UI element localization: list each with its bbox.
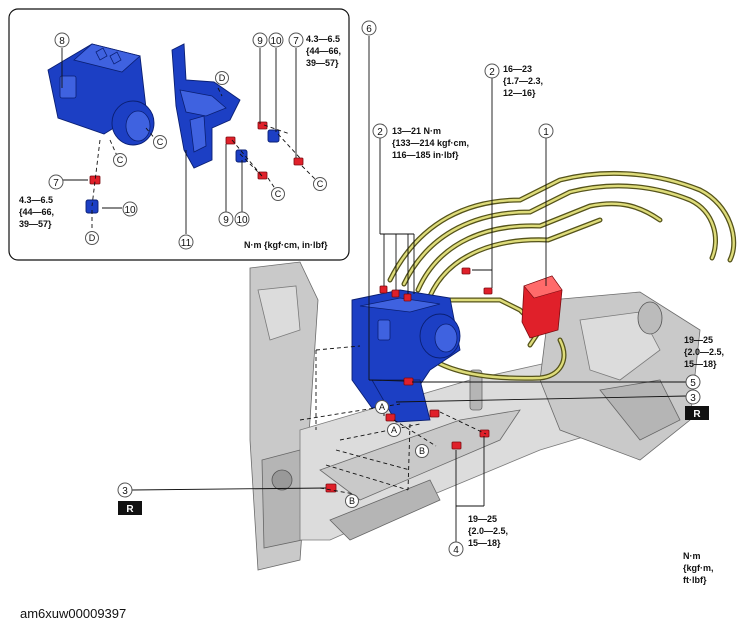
inset-callout-9-bottom: 9 <box>218 211 234 227</box>
svg-text:19—25: 19—25 <box>468 514 497 524</box>
inset-callout-10-top: 10 <box>268 32 284 48</box>
inset-torque-top: 4.3—6.5 {44—66, 39—57} <box>306 34 341 68</box>
main-unit-label: N·m {kgf·m, ft·lbf} <box>683 551 714 585</box>
svg-text:11: 11 <box>181 238 192 249</box>
torque-label-5: 19—25 {2.0—2.5, 15—18} <box>684 335 724 369</box>
svg-text:7: 7 <box>293 36 299 47</box>
svg-text:39—57}: 39—57} <box>19 219 52 229</box>
svg-text:{44—66,: {44—66, <box>19 207 54 217</box>
svg-text:5: 5 <box>690 378 696 389</box>
svg-text:{133—214 kgf·cm,: {133—214 kgf·cm, <box>392 138 469 148</box>
svg-text:2: 2 <box>489 67 495 78</box>
inset-callout-9-top: 9 <box>252 32 268 48</box>
svg-text:10: 10 <box>270 36 282 47</box>
svg-text:ft·lbf}: ft·lbf} <box>683 575 707 585</box>
callout-3-left: 3 <box>117 482 133 498</box>
svg-text:6: 6 <box>366 24 372 35</box>
svg-text:{2.0—2.5,: {2.0—2.5, <box>684 347 724 357</box>
svg-text:4.3—6.5: 4.3—6.5 <box>306 34 340 44</box>
hydraulic-unit <box>351 289 461 423</box>
svg-text:7: 7 <box>53 178 59 189</box>
inset-letter-c-1: C <box>113 153 127 167</box>
inset-letter-c-3: C <box>271 187 285 201</box>
inset-callout-11: 11 <box>178 234 194 250</box>
svg-text:3: 3 <box>690 393 696 404</box>
inset-torque-left: 4.3—6.5 {44—66, 39—57} <box>19 195 54 229</box>
svg-text:R: R <box>693 409 701 420</box>
svg-text:116—185 in·lbf}: 116—185 in·lbf} <box>392 150 459 160</box>
svg-text:A: A <box>379 402 385 412</box>
svg-text:D: D <box>219 73 226 83</box>
inset-letter-c-4: C <box>313 177 327 191</box>
svg-text:1: 1 <box>543 127 549 138</box>
svg-text:3: 3 <box>122 486 128 497</box>
inset-letter-d-top: D <box>215 71 229 85</box>
svg-text:C: C <box>275 189 282 199</box>
svg-text:16—23: 16—23 <box>503 64 532 74</box>
callout-2-right: 2 <box>484 63 500 79</box>
callout-3-right: 3 <box>685 389 701 405</box>
svg-text:19—25: 19—25 <box>684 335 713 345</box>
svg-text:2: 2 <box>377 127 383 138</box>
detail-inset: 8 9 10 7 D C C C <box>8 8 350 261</box>
inset-callout-10-bottom: 10 <box>234 211 250 227</box>
svg-text:R: R <box>126 504 134 515</box>
svg-text:8: 8 <box>59 36 65 47</box>
svg-text:10: 10 <box>124 205 136 216</box>
svg-text:15—18}: 15—18} <box>684 359 717 369</box>
main-leaders <box>131 36 687 542</box>
letter-a-2: A <box>387 423 401 437</box>
svg-text:D: D <box>89 233 96 243</box>
svg-text:{kgf·m,: {kgf·m, <box>683 563 714 573</box>
svg-text:N·m: N·m <box>683 551 701 561</box>
inset-callout-7-top: 7 <box>288 32 304 48</box>
svg-text:12—16}: 12—16} <box>503 88 536 98</box>
svg-text:10: 10 <box>236 215 248 226</box>
inset-letter-d-bottom: D <box>85 231 99 245</box>
dsc-module <box>521 275 563 339</box>
svg-text:15—18}: 15—18} <box>468 538 501 548</box>
svg-text:{44—66,: {44—66, <box>306 46 341 56</box>
inset-callout-10-left: 10 <box>122 201 138 217</box>
svg-text:13—21 N·m: 13—21 N·m <box>392 126 441 136</box>
inset-letter-c-2: C <box>153 135 167 149</box>
torque-label-4: 19—25 {2.0—2.5, 15—18} <box>468 514 508 548</box>
inset-unit-label: N·m {kgf·cm, in·lbf} <box>244 240 328 250</box>
inset-callout-7-left: 7 <box>48 174 64 190</box>
callout-4: 4 <box>448 541 464 557</box>
bracket-detail <box>171 43 241 169</box>
letter-a-1: A <box>375 400 389 414</box>
figure-code: am6xuw00009397 <box>20 606 126 621</box>
letter-b-1: B <box>415 444 429 458</box>
callout-5: 5 <box>685 374 701 390</box>
callout-1: 1 <box>538 123 554 139</box>
vehicle-body-frame <box>249 261 701 571</box>
callout-2-left: 2 <box>372 123 388 139</box>
main-fasteners <box>325 267 493 493</box>
svg-text:C: C <box>317 179 324 189</box>
svg-text:A: A <box>391 425 397 435</box>
svg-text:C: C <box>117 155 124 165</box>
svg-text:9: 9 <box>223 215 229 226</box>
replace-badge-left: R <box>118 501 142 515</box>
svg-text:B: B <box>419 446 425 456</box>
hydraulic-unit-detail <box>47 43 155 146</box>
svg-text:39—57}: 39—57} <box>306 58 339 68</box>
svg-text:C: C <box>157 137 164 147</box>
torque-label-2-right: 16—23 {1.7—2.3, 12—16} <box>503 64 543 98</box>
inset-callout-8: 8 <box>54 32 70 48</box>
svg-text:{2.0—2.5,: {2.0—2.5, <box>468 526 508 536</box>
svg-text:4.3—6.5: 4.3—6.5 <box>19 195 53 205</box>
callout-6: 6 <box>361 20 377 36</box>
letter-b-2: B <box>345 494 359 508</box>
replace-badge-right: R <box>685 406 709 420</box>
svg-text:4: 4 <box>453 545 459 556</box>
svg-text:9: 9 <box>257 36 263 47</box>
torque-label-2-left: 13—21 N·m {133—214 kgf·cm, 116—185 in·lb… <box>392 126 469 160</box>
svg-text:B: B <box>349 496 355 506</box>
svg-text:{1.7—2.3,: {1.7—2.3, <box>503 76 543 86</box>
